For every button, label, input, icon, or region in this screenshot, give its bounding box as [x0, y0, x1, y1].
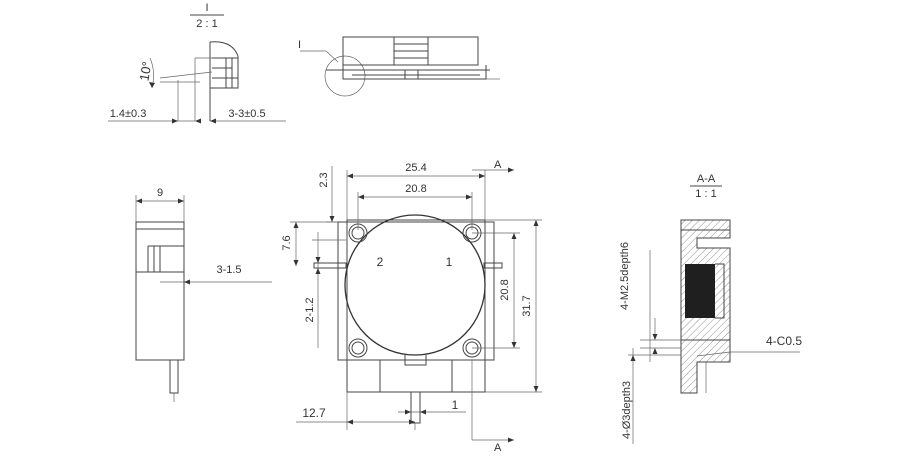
detail-callout-label: I [298, 39, 301, 51]
top-outer-dim: 25.4 [405, 162, 426, 174]
side-width-label: 9 [157, 187, 163, 199]
bottom-right-dim: 1 [452, 398, 459, 412]
detail-i-view: I 2 : 1 10° 1.4±0.3 3-3±0.5 [108, 2, 286, 124]
right-outer-dim: 31.7 [521, 295, 533, 316]
left-lower-dim: 2-1.2 [304, 297, 316, 322]
top-offset-dim: 2.3 [318, 172, 330, 187]
thread-note: 4-M2.5depth6 [619, 242, 631, 310]
section-bottom-mark: A [494, 442, 502, 454]
detail-left-dim: 1.4±0.3 [110, 108, 147, 120]
section-a-a-view: A-A 1 : 1 4-M2.5depth6 4-Ø3depth3 4-C0.5 [619, 173, 802, 444]
port-1-label: 1 [446, 255, 453, 269]
right-inner-dim: 20.8 [499, 279, 511, 300]
detail-right-dim: 3-3±0.5 [228, 108, 265, 120]
side-pin-dim: 3-1.5 [216, 264, 241, 276]
side-view: 9 3-1.5 [135, 187, 272, 402]
section-scale: 1 : 1 [695, 188, 716, 200]
chamfer-note: 4-C0.5 [766, 334, 802, 348]
top-inner-dim: 20.8 [405, 183, 426, 195]
section-title: A-A [697, 173, 716, 185]
detail-angle: 10° [136, 60, 154, 82]
port-2-label: 2 [377, 255, 384, 269]
detail-id: I [205, 2, 208, 14]
top-view: I [298, 36, 500, 97]
left-upper-dim: 7.6 [281, 235, 293, 250]
front-view: 2 1 25.4 20.8 2.3 A A 7.6 2-1 [281, 159, 542, 454]
detail-scale: 2 : 1 [196, 18, 217, 30]
hole-note: 4-Ø3depth3 [621, 381, 633, 439]
section-top-mark: A [494, 159, 502, 171]
bottom-left-dim: 12.7 [302, 406, 326, 420]
